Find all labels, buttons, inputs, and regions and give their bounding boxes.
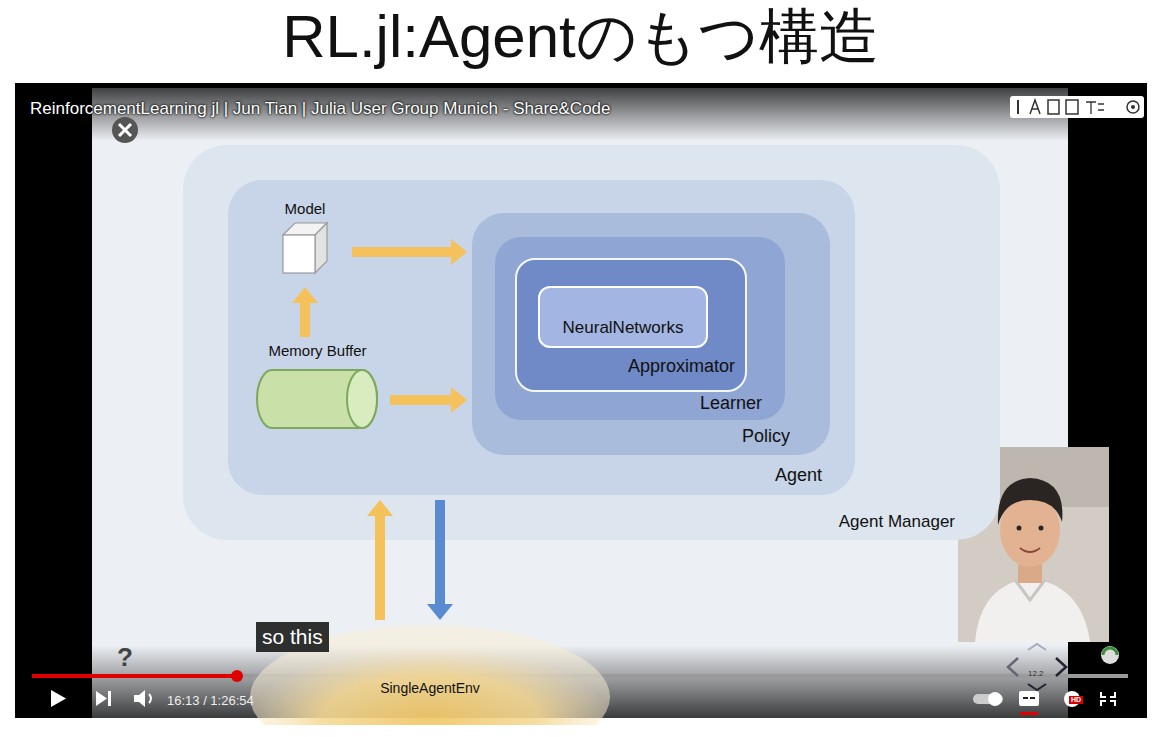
network-box: NeuralNetworks bbox=[538, 286, 708, 348]
slide-background bbox=[92, 88, 1068, 718]
speed-value: 12.2 bbox=[1028, 669, 1044, 678]
connector-arrow bbox=[352, 239, 467, 265]
cube-side bbox=[315, 223, 327, 273]
learner-box: Learner Approximator NeuralNetworks bbox=[495, 237, 785, 420]
node-label: Approximator bbox=[628, 356, 735, 377]
node-label: Memory Buffer bbox=[268, 342, 366, 359]
node-label: Model bbox=[285, 200, 326, 217]
memory-buffer: Memory Buffer bbox=[250, 342, 385, 434]
cube-symbol bbox=[281, 221, 329, 277]
hd-badge: HD bbox=[1069, 696, 1083, 704]
connector-shaft bbox=[300, 303, 310, 337]
arrow-head bbox=[451, 239, 467, 265]
top-shade bbox=[15, 83, 1147, 141]
agent-box: AgentModelMemory BufferPolicyLearnerAppr… bbox=[228, 180, 855, 495]
label-box: HD bbox=[1069, 688, 1083, 706]
arrow-head bbox=[451, 387, 467, 413]
node-label: Policy bbox=[742, 426, 790, 447]
cube-front bbox=[283, 235, 315, 273]
cylinder-body bbox=[257, 370, 377, 428]
subtitle-caption: so this bbox=[256, 622, 329, 652]
policy-box: Policy Learner Approximator NeuralNetworks bbox=[472, 213, 830, 455]
connector-shaft bbox=[435, 500, 445, 604]
connector-arrow bbox=[367, 500, 393, 620]
connector-shaft bbox=[375, 516, 385, 620]
time-display: 16:13 / 1:26:54 bbox=[167, 694, 254, 709]
connector-shaft bbox=[352, 247, 451, 257]
video-background bbox=[15, 83, 1147, 718]
label-box: 12.2 bbox=[1028, 662, 1044, 680]
node-label: NeuralNetworks bbox=[563, 318, 684, 338]
toolbar-icons bbox=[1010, 96, 1144, 118]
video-title: ReinforcementLearning jl | Jun Tian | Ju… bbox=[30, 99, 611, 119]
cylinder-symbol bbox=[256, 367, 380, 431]
title-box: RL.jl:Agentのもつ構造 bbox=[0, 2, 1161, 71]
cylinder-end bbox=[347, 370, 377, 428]
node-label: SingleAgentEnv bbox=[380, 680, 480, 696]
node-label: Agent Manager bbox=[839, 512, 955, 532]
model-cube: Model bbox=[263, 200, 347, 282]
label-box: ReinforcementLearning jl | Jun Tian | Ju… bbox=[30, 99, 611, 119]
connector-shaft bbox=[390, 395, 451, 405]
label-box: ? bbox=[117, 643, 133, 673]
close-icon bbox=[112, 117, 138, 143]
help-mark: ? bbox=[117, 643, 133, 673]
manager-box: Agent Manager Agent ModelMemory BufferPoli… bbox=[183, 145, 1000, 540]
arrow-head bbox=[292, 287, 318, 303]
arrow-head bbox=[367, 500, 393, 516]
node-label: Agent bbox=[775, 465, 822, 486]
connector-arrow bbox=[390, 387, 467, 413]
connector-arrow bbox=[292, 287, 318, 337]
arrow-head bbox=[427, 604, 453, 620]
approximator-box: Approximator NeuralNetworks bbox=[515, 258, 747, 392]
label-box: so this bbox=[256, 622, 329, 652]
connector-arrow bbox=[427, 500, 453, 620]
page-title: RL.jl:Agentのもつ構造 bbox=[282, 2, 879, 71]
speed-indicator bbox=[1008, 644, 1119, 690]
label-box: 16:13 / 1:26:54 bbox=[167, 691, 254, 709]
node-label: Learner bbox=[700, 393, 762, 414]
